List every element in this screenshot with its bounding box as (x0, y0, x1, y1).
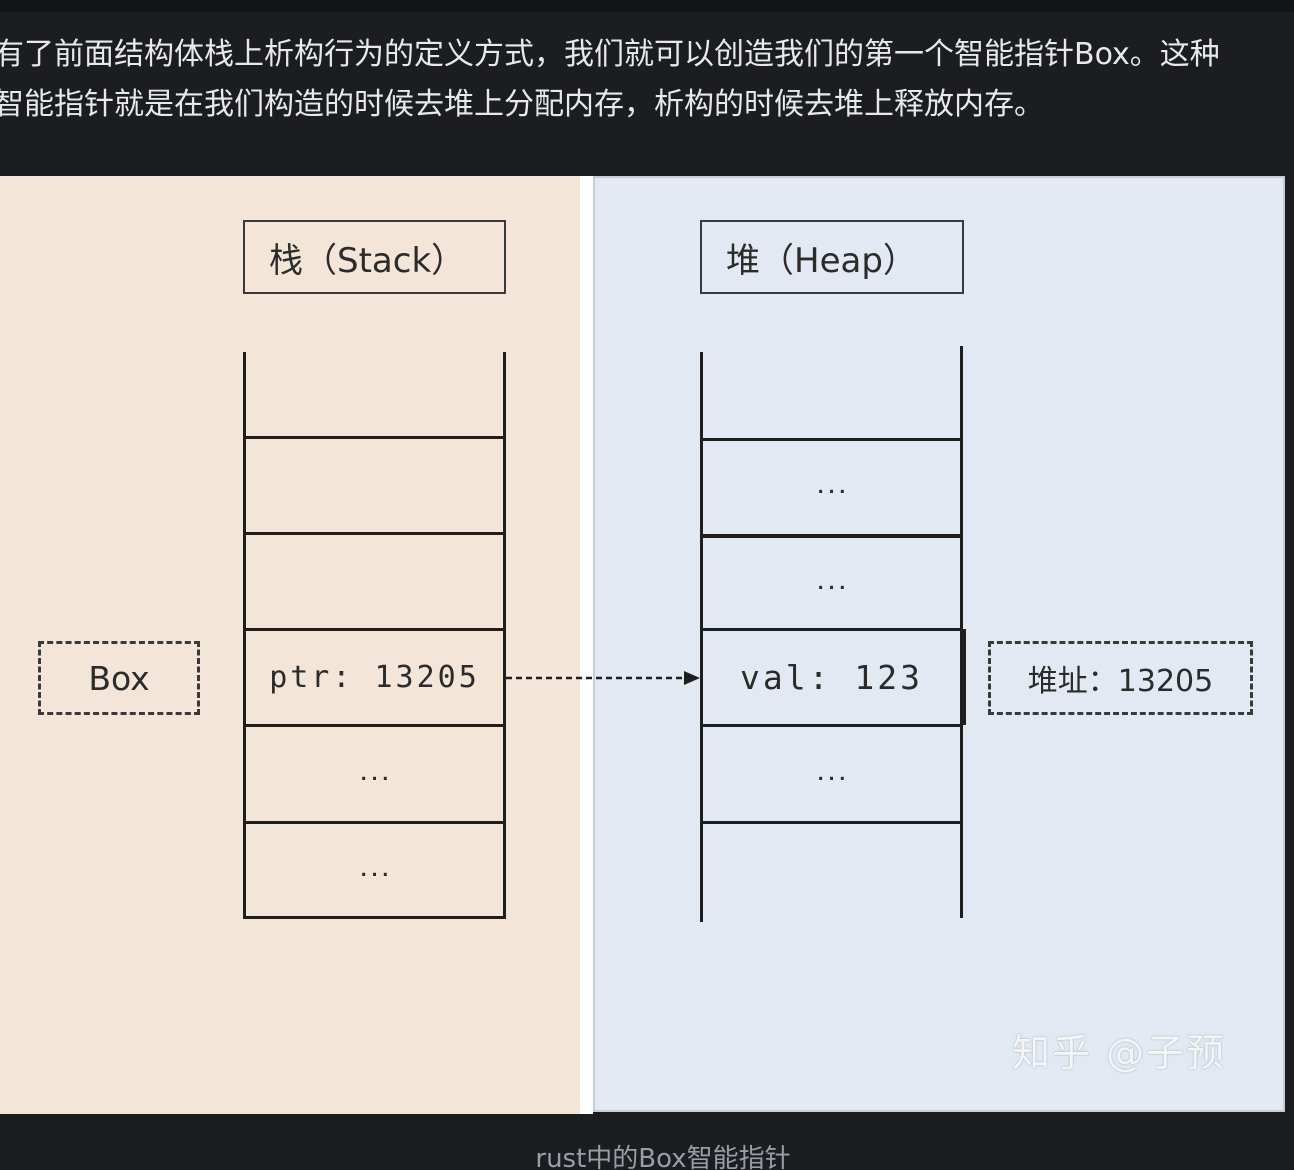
stack-divider (243, 436, 506, 439)
stack-panel (0, 176, 580, 1114)
heap-value-right-edge (962, 629, 966, 725)
top-bar (0, 0, 1294, 12)
heap-divider (700, 438, 963, 441)
address-label: 堆址：13205 (988, 641, 1253, 715)
watermark: 知乎 @子预 (1012, 1031, 1227, 1075)
heap-divider (700, 628, 963, 631)
heap-cell-value: val: 123 (740, 658, 923, 697)
heap-right-wall (960, 346, 963, 918)
arrow-head (684, 671, 700, 685)
heap-divider (700, 821, 963, 824)
heap-left-wall (700, 352, 703, 922)
stack-cell-pointer: ptr: 13205 (269, 660, 480, 695)
paragraph-line-1: 有了前面结构体栈上析构行为的定义方式，我们就可以创造我们的第一个智能指针Box。… (0, 37, 1220, 72)
stack-right-wall (503, 352, 506, 918)
panel-divider (580, 176, 593, 1114)
heap-panel (593, 176, 1285, 1112)
heap-cell: ... (815, 477, 848, 498)
heap-cell: ... (815, 763, 848, 785)
stack-cell (246, 535, 503, 628)
heap-divider (700, 534, 963, 538)
heap-divider (700, 724, 963, 727)
box-label: Box (38, 641, 200, 715)
stack-left-wall (243, 352, 246, 918)
stack-divider (243, 916, 506, 919)
heap-cell: ... (815, 572, 848, 594)
stack-divider (243, 628, 506, 631)
stack-divider (243, 821, 506, 824)
heap-title: 堆（Heap） (700, 220, 964, 294)
article-paragraph: 有了前面结构体栈上析构行为的定义方式，我们就可以创造我们的第一个智能指针Box。… (0, 30, 1294, 130)
stack-cell: ... (358, 763, 391, 785)
paragraph-line-2: 智能指针就是在我们构造的时候去堆上分配内存，析构的时候去堆上释放内存。 (0, 87, 1044, 122)
box-pointer-diagram: 栈（Stack） 堆（Heap） ptr: 13205 ... ... Box … (0, 176, 1288, 1114)
stack-title: 栈（Stack） (243, 220, 506, 294)
stack-divider (243, 724, 506, 727)
pointer-arrow (506, 671, 700, 685)
figure-caption: rust中的Box智能指针 (535, 1144, 791, 1170)
stack-cell: ... (358, 859, 391, 881)
stack-cell (246, 439, 503, 532)
stack-divider (243, 532, 506, 535)
